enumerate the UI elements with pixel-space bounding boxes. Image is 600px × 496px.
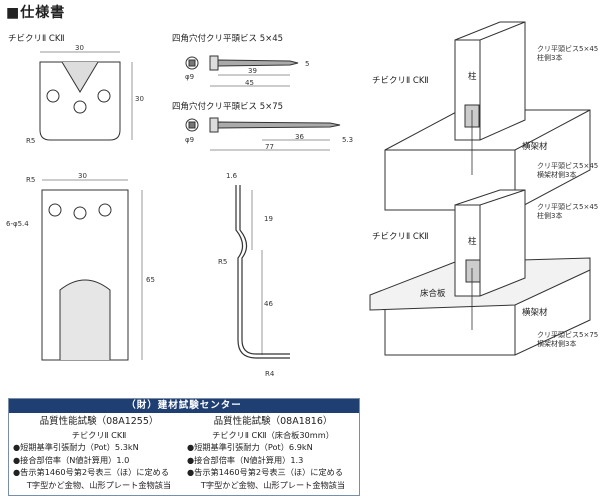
dim-r5: R5 (26, 137, 36, 145)
test-left-item: ●短期基準引張耐力（Pot）5.3kN (13, 442, 139, 453)
dim-30b: 30 (78, 172, 87, 180)
screw-5x45 (185, 55, 299, 87)
test-left-title: 品質性能試験（08A1255） (39, 416, 159, 427)
iso2-screw-bot1: クリ平頭ビス5×75 (537, 331, 599, 339)
iso2-beam: 横架材 (522, 308, 548, 318)
dim-45: 45 (245, 79, 254, 87)
iso2-screw-top2: 柱側3本 (537, 212, 563, 220)
test-results-box: （財）建材試験センター 品質性能試験（08A1255） チビクリⅡ CKⅡ ●短… (8, 398, 360, 496)
test-right-item: ●告示第1460号第2号表三（ほ）に定める (187, 467, 344, 478)
screw-5x75 (185, 117, 341, 151)
dim-r4: R4 (265, 370, 275, 378)
iso1-screw-bot2: 横架材側3本 (537, 171, 577, 179)
test-left-item: T字型かど金物、山形プレート金物該当 (26, 479, 172, 490)
iso1-bracket: チビクリⅡ CKⅡ (372, 76, 429, 86)
screw-5x75-title: 四角穴付クリ平頭ビス 5×75 (172, 102, 284, 112)
iso1-screw-top1: クリ平頭ビス5×45 (537, 45, 599, 53)
iso2-bracket: チビクリⅡ CKⅡ (372, 232, 429, 242)
page-title: ■仕様書 (6, 5, 66, 21)
test-right-column: 品質性能試験（08A1816） チビクリⅡ CKⅡ（床合板30mm） ●短期基準… (187, 416, 359, 492)
dim-65: 65 (146, 276, 155, 284)
dim-30-vertical: 30 (135, 95, 144, 103)
iso1-screw-bot1: クリ平頭ビス5×45 (537, 162, 599, 170)
dim-5: 5 (305, 60, 310, 68)
test-right-product: チビクリⅡ CKⅡ（床合板30mm） (212, 429, 334, 440)
bracket-front-view-large (41, 179, 143, 361)
iso2-screw-top1: クリ平頭ビス5×45 (537, 203, 599, 211)
bracket-side-view (235, 185, 290, 359)
iso2-floor: 床合板 (420, 289, 446, 299)
test-right-item: ●接合部倍率（N値計算用）1.3 (187, 454, 304, 465)
test-left-item: ●告示第1460号第2号表三（ほ）に定める (13, 467, 170, 478)
test-right-title: 品質性能試験（08A1816） (213, 416, 333, 427)
dim-46: 46 (264, 300, 273, 308)
dim-30a: 30 (75, 44, 84, 52)
dim-39: 39 (248, 67, 257, 75)
dim-5-3: 5.3 (342, 136, 354, 144)
dim-19: 19 (264, 215, 273, 223)
dim-36: 36 (295, 133, 304, 141)
iso-assembly-bottom (369, 189, 591, 356)
test-right-item: T字型かど金物、山形プレート金物該当 (200, 479, 346, 490)
iso1-screw-top2: 柱側3本 (537, 54, 563, 62)
test-left-item: ●接合部倍率（N値計算用）1.0 (13, 454, 130, 465)
front-view-title: チビクリⅡ CKⅡ (8, 34, 65, 44)
dim-holes: 6-φ5.4 (6, 220, 29, 228)
test-box-heading: （財）建材試験センター (9, 399, 359, 413)
iso1-beam: 横架材 (522, 142, 548, 152)
test-right-item: ●短期基準引張耐力（Pot）6.9kN (187, 442, 313, 453)
iso-assembly-top (384, 21, 591, 211)
dim-r5c: R5 (218, 258, 228, 266)
dim-phi9a: φ9 (185, 73, 195, 81)
iso2-screw-bot2: 横架材側3本 (537, 340, 577, 348)
bracket-front-view-top (39, 51, 133, 141)
dim-phi9b: φ9 (185, 136, 195, 144)
dim-r5b: R5 (26, 176, 36, 184)
dim-1-6: 1.6 (226, 172, 238, 180)
screw-5x45-title: 四角穴付クリ平頭ビス 5×45 (172, 34, 284, 44)
iso2-post: 柱 (468, 237, 477, 247)
dim-77: 77 (265, 143, 274, 151)
test-left-column: 品質性能試験（08A1255） チビクリⅡ CKⅡ ●短期基準引張耐力（Pot）… (13, 416, 185, 492)
test-left-product: チビクリⅡ CKⅡ (71, 429, 127, 440)
iso1-post: 柱 (468, 72, 477, 82)
